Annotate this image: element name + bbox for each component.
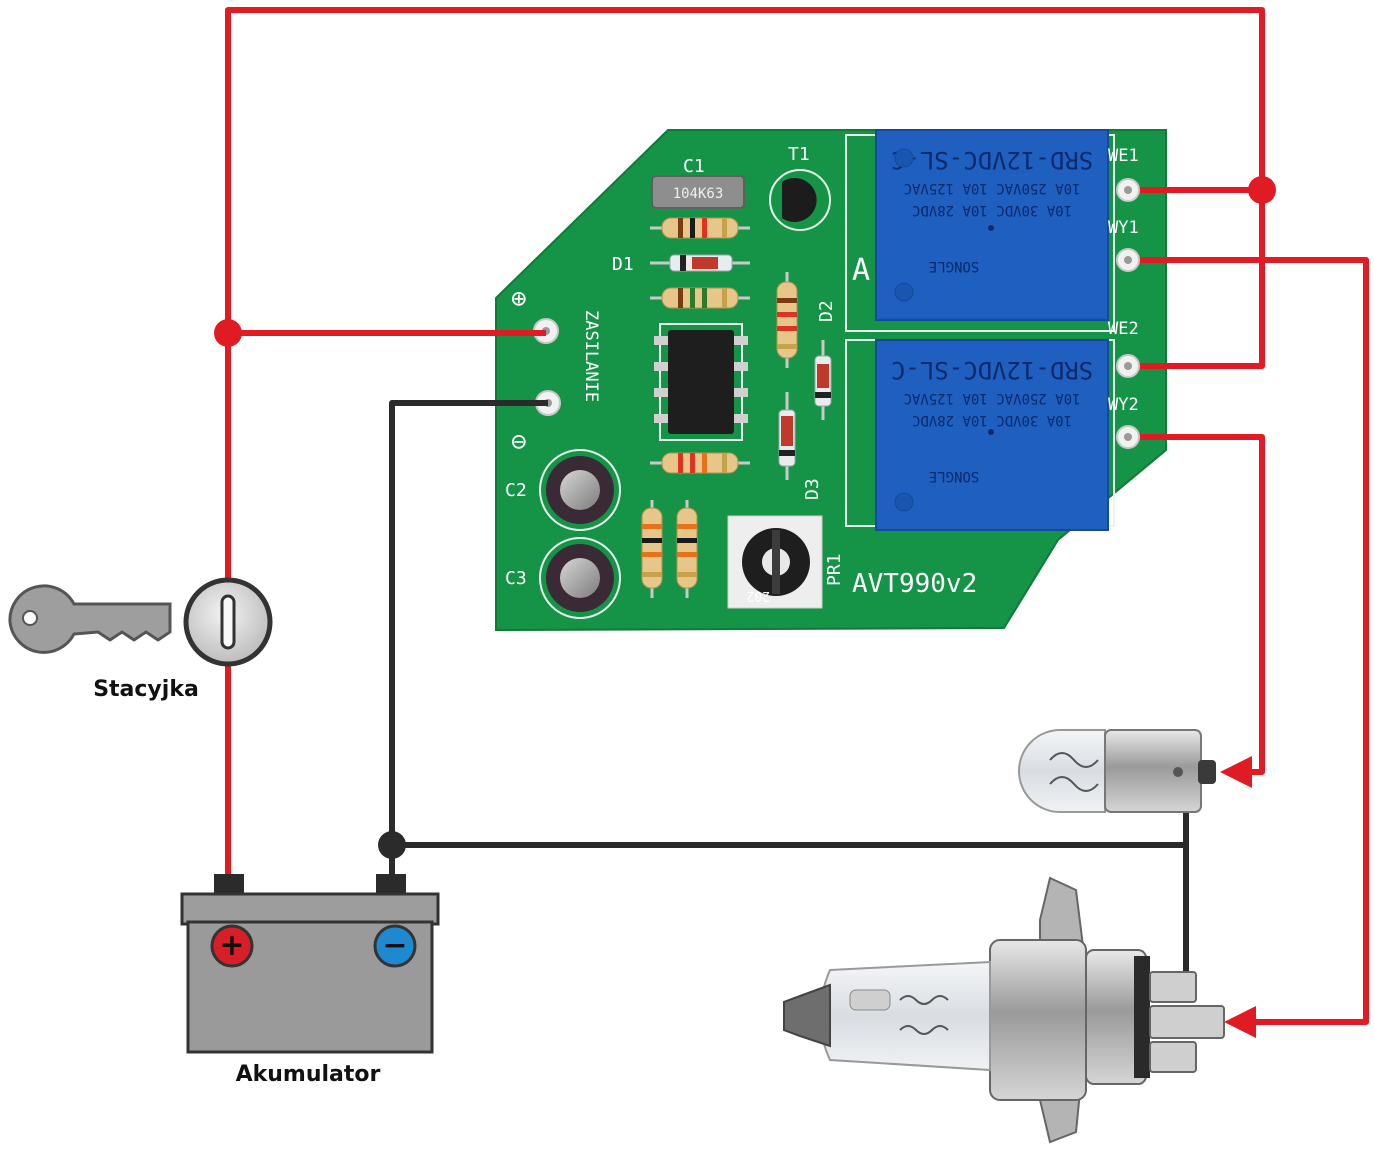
resistor [650,217,750,239]
terminal-wy1-label: WY1 [1108,218,1139,238]
relay1-brand: SONGLE [929,258,980,274]
battery-minus: − [382,928,407,963]
battery-label: Akumulator [236,1062,381,1087]
battery-icon: + − [180,874,440,1054]
terminal-we2-label: WE2 [1108,319,1139,339]
resistor [641,500,663,598]
ic-chip [654,323,748,441]
terminal-we1-label: WE1 [1108,146,1139,166]
battery-plus: + [219,928,244,963]
relay1-rating2: 10A 30VDC 10A 28VDC [912,202,1072,218]
resistor [776,272,798,368]
junction-node [378,831,406,859]
c3-label: C3 [505,568,527,589]
board-name: AVT990v2 [852,569,977,599]
d3-label: D3 [802,478,823,500]
d1-label: D1 [612,254,634,275]
c1-label: C1 [683,156,705,177]
terminal-wy2-label: WY2 [1108,395,1139,415]
ground-wires [389,400,1189,975]
supply-label: ZASILANIE [581,310,601,402]
transistor-t1 [769,169,831,231]
ignition-switch-icon[interactable] [183,577,273,667]
d2-label: D2 [816,300,837,322]
relay1-rating1: 10A 250VAC 10A 125VAC [903,180,1080,196]
relay2-brand: SONGLE [929,468,980,484]
arrow-icon [1224,1006,1256,1038]
minus-symbol: ⊖ [511,427,527,457]
positive-wires [225,7,1369,1025]
c2-label: C2 [505,480,527,501]
pr1-marking: 202 [747,588,770,603]
relay2-model: SRD-12VDC-SL-C [891,356,1093,384]
capacitor-c1: 104K63 [651,175,745,209]
relay2-rating1: 10A 250VAC 10A 125VAC [903,390,1080,406]
capacitor-c3 [539,537,621,619]
relay-2: SRD-12VDC-SL-C 10A 250VAC 10A 125VAC 10A… [875,339,1109,531]
relay2-rating2: 10A 30VDC 10A 28VDC [912,412,1072,428]
diode-d1 [650,254,750,272]
relay-1: SRD-12VDC-SL-C 10A 250VAC 10A 125VAC 10A… [875,129,1109,321]
h4-headlight-bulb-icon [783,876,1225,1144]
resistor [676,500,698,598]
small-bulb-icon [1018,729,1216,813]
diode-d2 [814,340,832,420]
capacitor-c2 [539,449,621,531]
junction-node [214,319,242,347]
pr1-label: PR1 [824,553,845,586]
potentiometer-pr1[interactable]: 202 [727,515,823,609]
junction-node [1248,176,1276,204]
ignition-label: Stacyjka [93,677,199,702]
t1-label: T1 [788,144,810,165]
plus-symbol: ⊕ [511,284,527,314]
resistor [650,287,750,309]
c1-marking: 104K63 [673,186,724,202]
key-icon [8,584,172,654]
resistor [650,452,750,474]
diode-d3 [778,392,796,480]
relay1-model: SRD-12VDC-SL-C [891,146,1093,174]
relay-section-label: A [852,253,870,288]
arrow-icon [1220,756,1252,788]
